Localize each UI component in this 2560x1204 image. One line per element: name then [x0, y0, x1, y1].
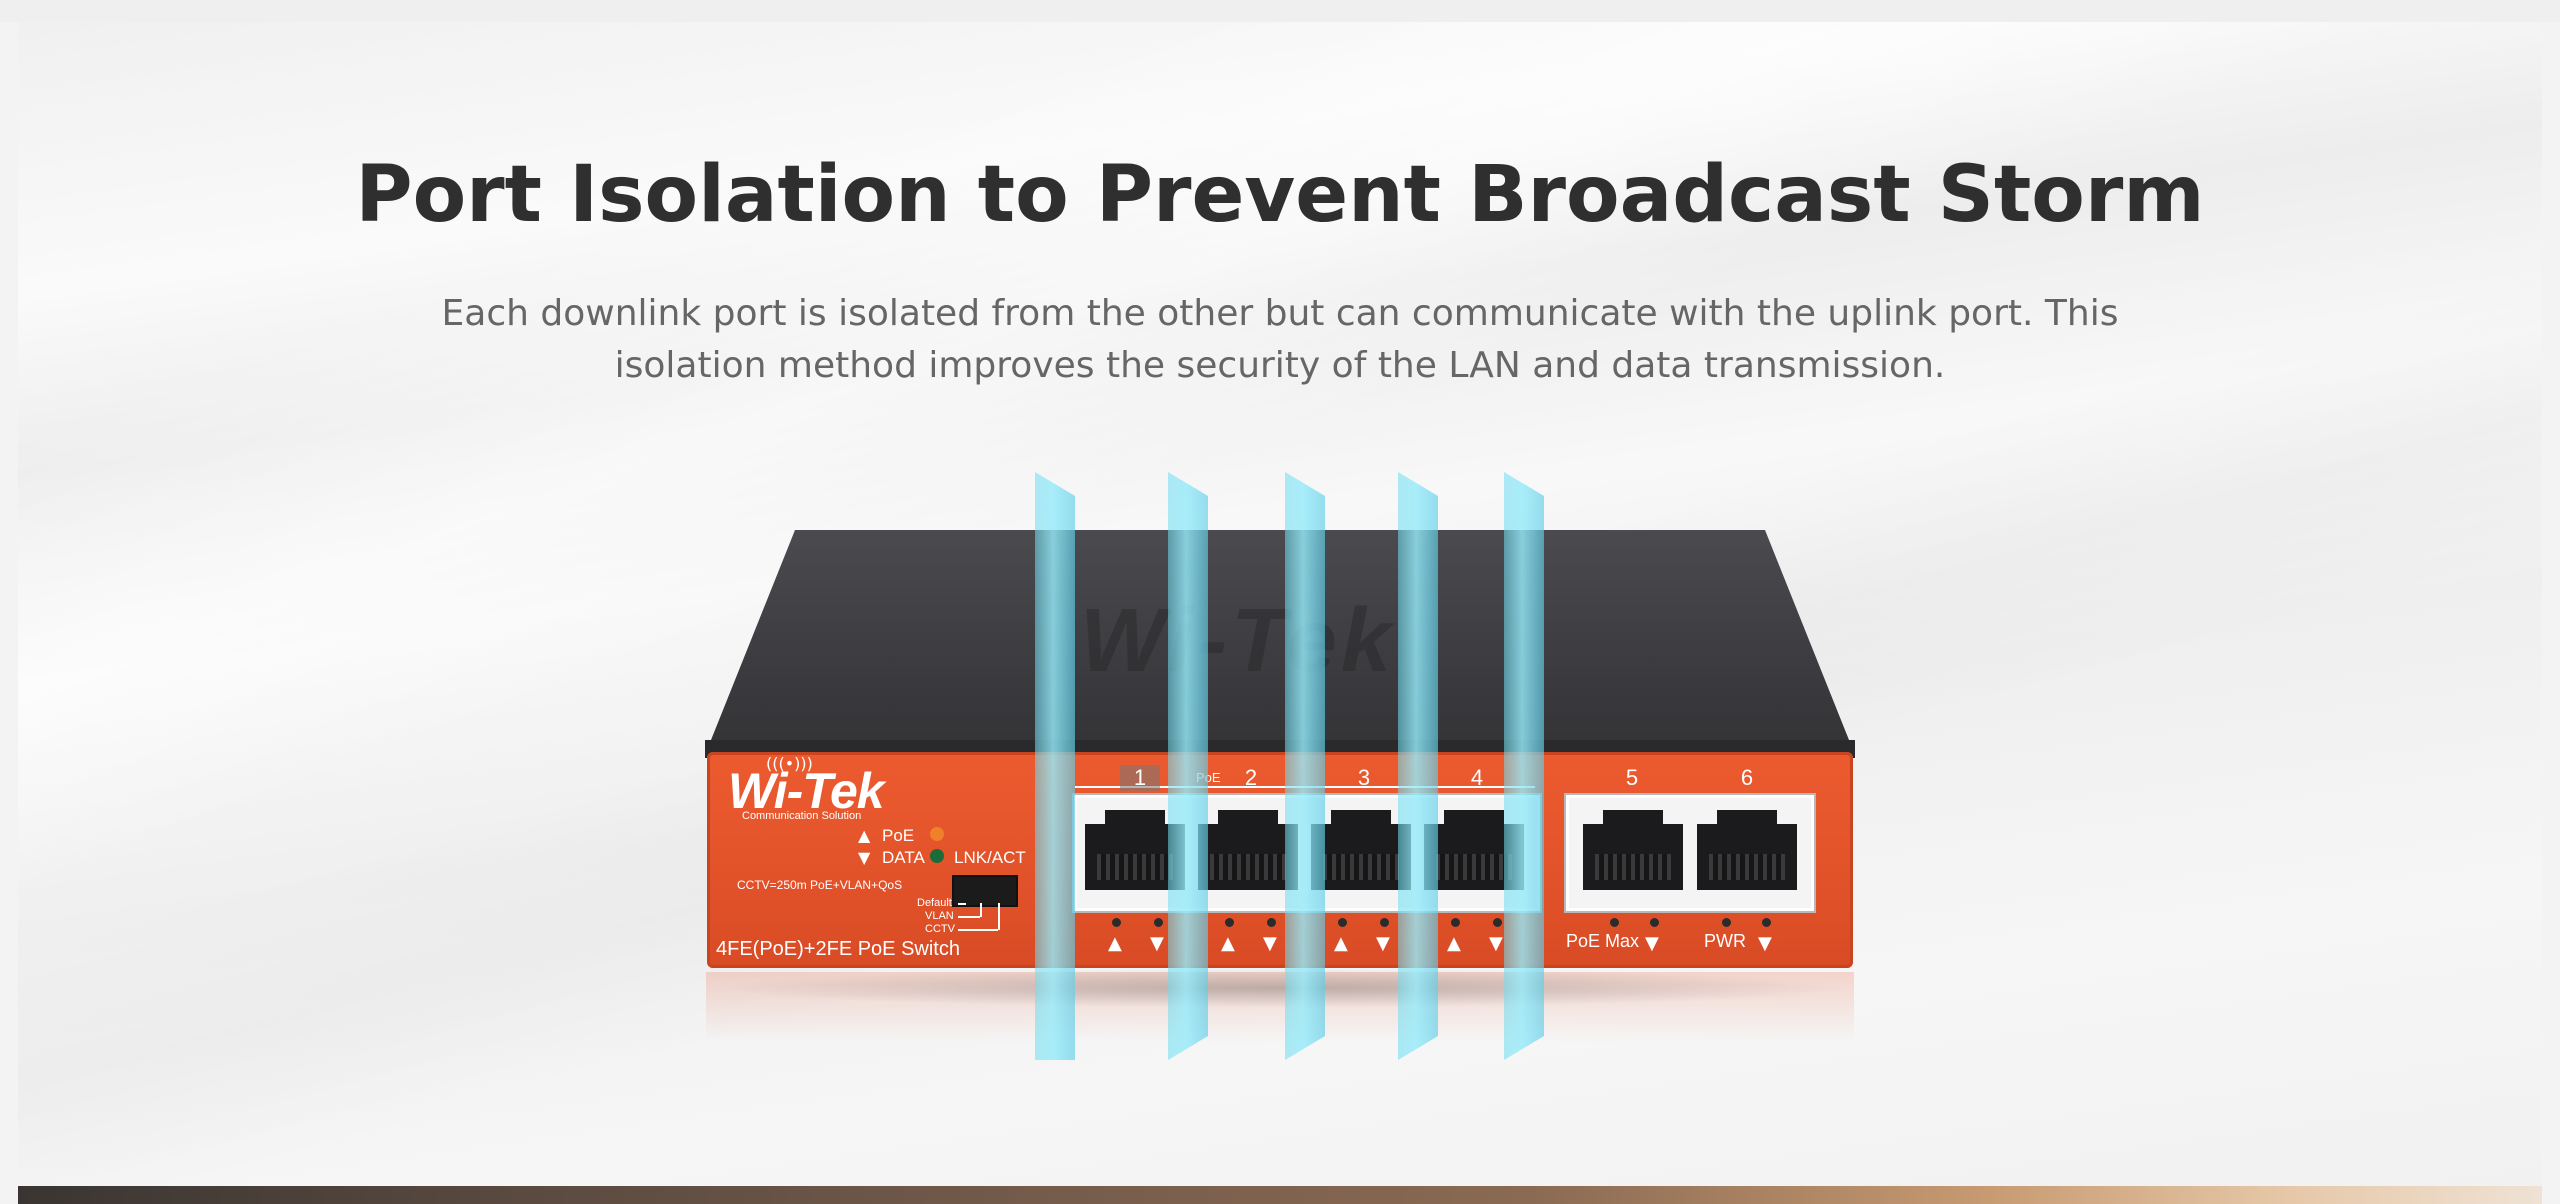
port-number-6: 6	[1740, 765, 1754, 790]
dip-mode-default: Default	[917, 897, 952, 909]
cctv-spec-label: CCTV=250m PoE+VLAN+QoS	[737, 878, 903, 892]
dip-mode-vlan: VLAN	[925, 910, 954, 922]
uplink-port-group	[1566, 795, 1814, 911]
port-pins	[1436, 854, 1512, 880]
isolation-panel-4	[1398, 472, 1438, 1060]
port-number-3: 3	[1357, 765, 1371, 790]
port-number-5: 5	[1625, 765, 1639, 790]
isolation-panel-1	[1035, 472, 1075, 1060]
port-pins	[1709, 854, 1785, 880]
dip-leader-v3	[998, 903, 1000, 930]
dip-mode-cctv: CCTV	[925, 923, 955, 935]
led-poe-indicator	[930, 827, 944, 841]
down-triangle-icon: ▼	[1263, 933, 1277, 954]
isolation-panel-5	[1504, 472, 1544, 1060]
port-led-dot	[1610, 918, 1619, 927]
wifi-signal-icon: (((•)))	[766, 754, 813, 773]
dip-leader-3	[958, 929, 998, 931]
dip-leader-1	[958, 903, 966, 905]
brand-logo: Wi-Tek	[728, 763, 885, 819]
model-label: 4FE(PoE)+2FE PoE Switch	[716, 938, 960, 960]
port-led-dot	[1650, 918, 1659, 927]
hero-subtitle: Each downlink port is isolated from the …	[441, 293, 2119, 386]
up-triangle-icon: ▲	[1221, 933, 1235, 954]
port-led-dot	[1225, 918, 1234, 927]
port-pins	[1097, 854, 1173, 880]
brand-tagline: Communication Solution	[742, 810, 862, 822]
port-led-dot	[1112, 918, 1121, 927]
down-triangle-icon: ▼	[1376, 933, 1390, 954]
hero-title: Port Isolation to Prevent Broadcast Stor…	[355, 150, 2205, 240]
up-triangle-icon: ▲	[1108, 933, 1122, 954]
rj45-port-5	[1583, 810, 1683, 890]
led-lnk-act-label: LNK/ACT	[954, 848, 1026, 867]
port-led-dot	[1154, 918, 1163, 927]
up-triangle-icon: ▲	[1334, 933, 1348, 954]
port-led-dot	[1493, 918, 1502, 927]
down-triangle-icon: ▼	[1758, 933, 1772, 954]
port-number-2: 2	[1244, 765, 1258, 790]
rj45-port-6	[1697, 810, 1797, 890]
isolation-panel-2	[1168, 472, 1208, 1060]
switch-top-cover	[705, 530, 1855, 755]
dip-leader-v2	[980, 903, 982, 917]
down-triangle-icon: ▼	[1489, 933, 1503, 954]
port-led-dot	[1762, 918, 1771, 927]
port-pins	[1210, 854, 1286, 880]
port-led-dot	[1451, 918, 1460, 927]
pwr-label: PWR	[1704, 931, 1746, 951]
up-triangle-icon: ▲	[1447, 933, 1461, 954]
down-triangle-icon: ▼	[1150, 933, 1164, 954]
port-led-dot	[1338, 918, 1347, 927]
switch-reflection	[706, 972, 1854, 1042]
switch-shadow	[710, 968, 1850, 1008]
up-triangle-icon: ▲	[858, 826, 871, 845]
led-link-indicator	[930, 849, 944, 863]
dip-leader-2	[958, 916, 980, 918]
rj45-port-2	[1198, 810, 1298, 890]
port-pins	[1323, 854, 1399, 880]
port-pins	[1595, 854, 1671, 880]
port-led-dot	[1380, 918, 1389, 927]
chassis-watermark: Wi-Tek	[1080, 591, 1395, 691]
led-data-label: DATA	[882, 848, 925, 867]
isolation-panel-3	[1285, 472, 1325, 1060]
rj45-port-3	[1311, 810, 1411, 890]
down-triangle-icon: ▼	[1645, 933, 1659, 954]
next-section-preview	[18, 1186, 2542, 1204]
down-triangle-icon: ▼	[858, 848, 871, 867]
poe-max-label: PoE Max	[1566, 931, 1640, 951]
port-number-1: 1	[1120, 765, 1160, 791]
port-led-dot	[1722, 918, 1731, 927]
mode-dip-switch	[952, 875, 1018, 907]
port-led-dot	[1267, 918, 1276, 927]
top-strip	[0, 0, 2560, 22]
port-number-4: 4	[1470, 765, 1484, 790]
led-poe-label: PoE	[882, 826, 915, 845]
